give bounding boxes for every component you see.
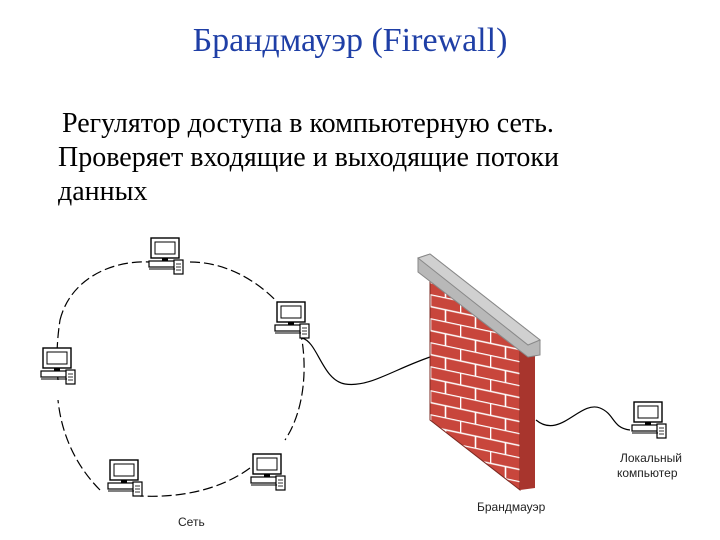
network-cable <box>301 337 437 386</box>
description-line-2: Проверяет входящие и выходящие потоки <box>58 142 560 173</box>
network-computer-icon <box>148 237 184 275</box>
local-computer-label-line-2: компьютер <box>617 466 678 480</box>
local-cable <box>535 406 631 431</box>
description-line-3: данных <box>58 176 148 207</box>
firewall-label: Брандмауэр <box>477 500 546 514</box>
network-computer-icon <box>40 347 76 385</box>
local-computer-icon <box>631 401 667 439</box>
firewall-wall-icon <box>416 253 541 492</box>
slide-title: Брандмауэр (Firewall) <box>192 22 508 59</box>
local-computer-label-line-1: Локальный <box>620 451 682 465</box>
network-computer-icon <box>274 301 310 339</box>
network-label: Сеть <box>178 515 205 529</box>
network-computer-icon <box>107 459 143 497</box>
description-line-1: Регулятор доступа в компьютерную сеть. <box>62 108 554 139</box>
network-computer-icon <box>250 453 286 491</box>
network-ring <box>56 261 305 497</box>
